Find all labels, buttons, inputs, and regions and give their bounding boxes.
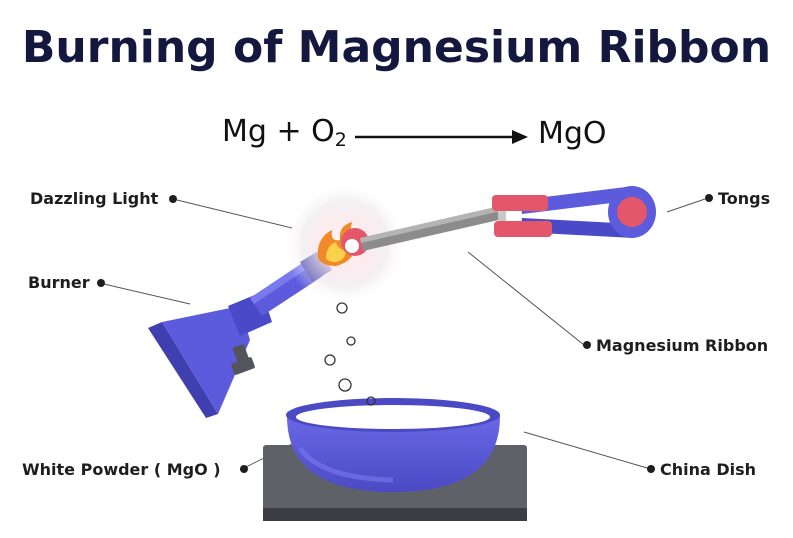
- reactant-oxygen: O: [311, 114, 335, 149]
- label-magnesium-ribbon: Magnesium Ribbon: [596, 336, 769, 355]
- dot-dazzling-light: [169, 195, 177, 203]
- dot-burner: [97, 279, 105, 287]
- leader-dazzling-light: [176, 199, 293, 229]
- white-powder-mgo: [296, 405, 490, 429]
- diagram-title: Burning of Magnesium Ribbon: [21, 22, 772, 73]
- reaction-arrow: [355, 130, 528, 144]
- equation-product: MgO: [538, 116, 607, 151]
- dot-china-dish: [647, 465, 655, 473]
- leader-magnesium-ribbon: [467, 251, 585, 346]
- plus-sign: +: [276, 114, 302, 149]
- reactant-mg: Mg: [222, 114, 267, 149]
- label-dazzling-light: Dazzling Light: [30, 189, 159, 208]
- dot-white-powder: [240, 465, 248, 473]
- china-dish: [286, 398, 500, 492]
- label-dots: [97, 194, 713, 473]
- flame: [317, 222, 369, 266]
- label-white-powder: White Powder ( MgO ): [22, 460, 221, 479]
- label-tongs: Tongs: [718, 189, 771, 208]
- leader-tongs: [666, 198, 706, 213]
- dot-tongs: [705, 194, 713, 202]
- leader-china-dish: [523, 431, 655, 471]
- equation-reactants: Mg + O2: [222, 114, 347, 151]
- leader-burner: [103, 283, 191, 305]
- dot-magnesium-ribbon: [583, 341, 591, 349]
- powder-particles: [324, 302, 376, 406]
- tongs: [492, 186, 656, 238]
- magnesium-ribbon: [360, 206, 503, 251]
- burner: [148, 250, 332, 418]
- oxygen-subscript: 2: [334, 129, 347, 151]
- label-burner: Burner: [28, 273, 90, 292]
- label-china-dish: China Dish: [660, 460, 757, 479]
